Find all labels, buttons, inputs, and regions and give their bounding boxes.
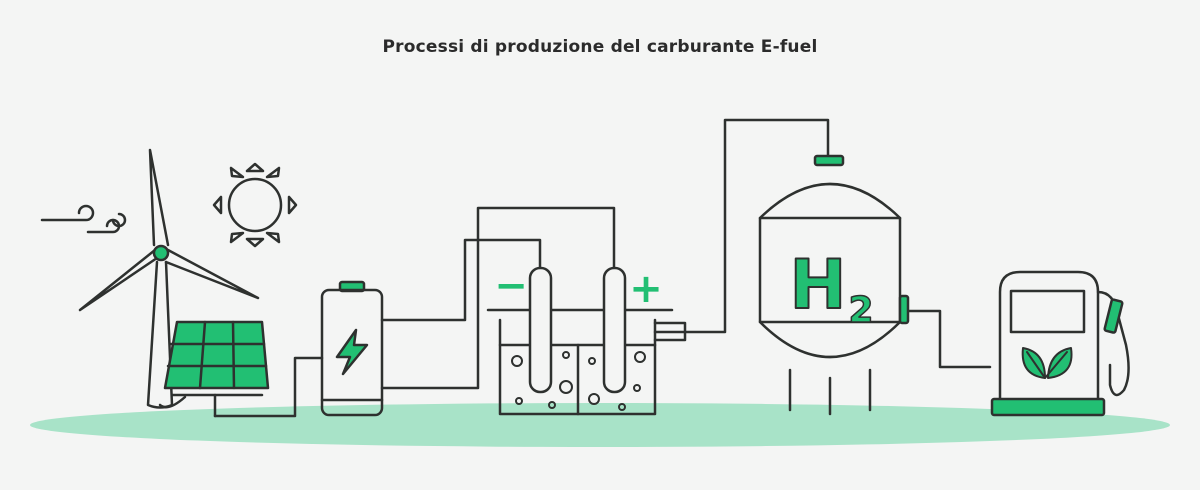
leaf-icon [1021, 347, 1073, 379]
minus-label: − [494, 263, 528, 309]
ground-ellipse [30, 403, 1170, 447]
pump-display [1009, 289, 1086, 334]
turbine-hub [152, 244, 170, 262]
pump-base [990, 397, 1106, 417]
bubbles [511, 351, 646, 411]
wind-icon [40, 204, 127, 234]
hydrogen-tank-icon: H 2 [758, 154, 910, 416]
solar-panel-icon [163, 320, 270, 418]
plus-label: + [629, 266, 663, 312]
lightning-bolt-icon [335, 328, 369, 376]
h2-symbol: H [790, 246, 847, 325]
battery-icon [320, 280, 384, 417]
sun-icon [212, 162, 298, 248]
page-title: Processi di produzione del carburante E-… [382, 37, 818, 57]
wind-turbine-icon [78, 148, 260, 409]
h2-subscript: 2 [848, 290, 873, 331]
fuel-pump-icon [990, 270, 1130, 417]
wires [213, 118, 992, 418]
electrolyzer-icon: − + [486, 263, 687, 416]
pump-nozzle [1103, 298, 1124, 334]
